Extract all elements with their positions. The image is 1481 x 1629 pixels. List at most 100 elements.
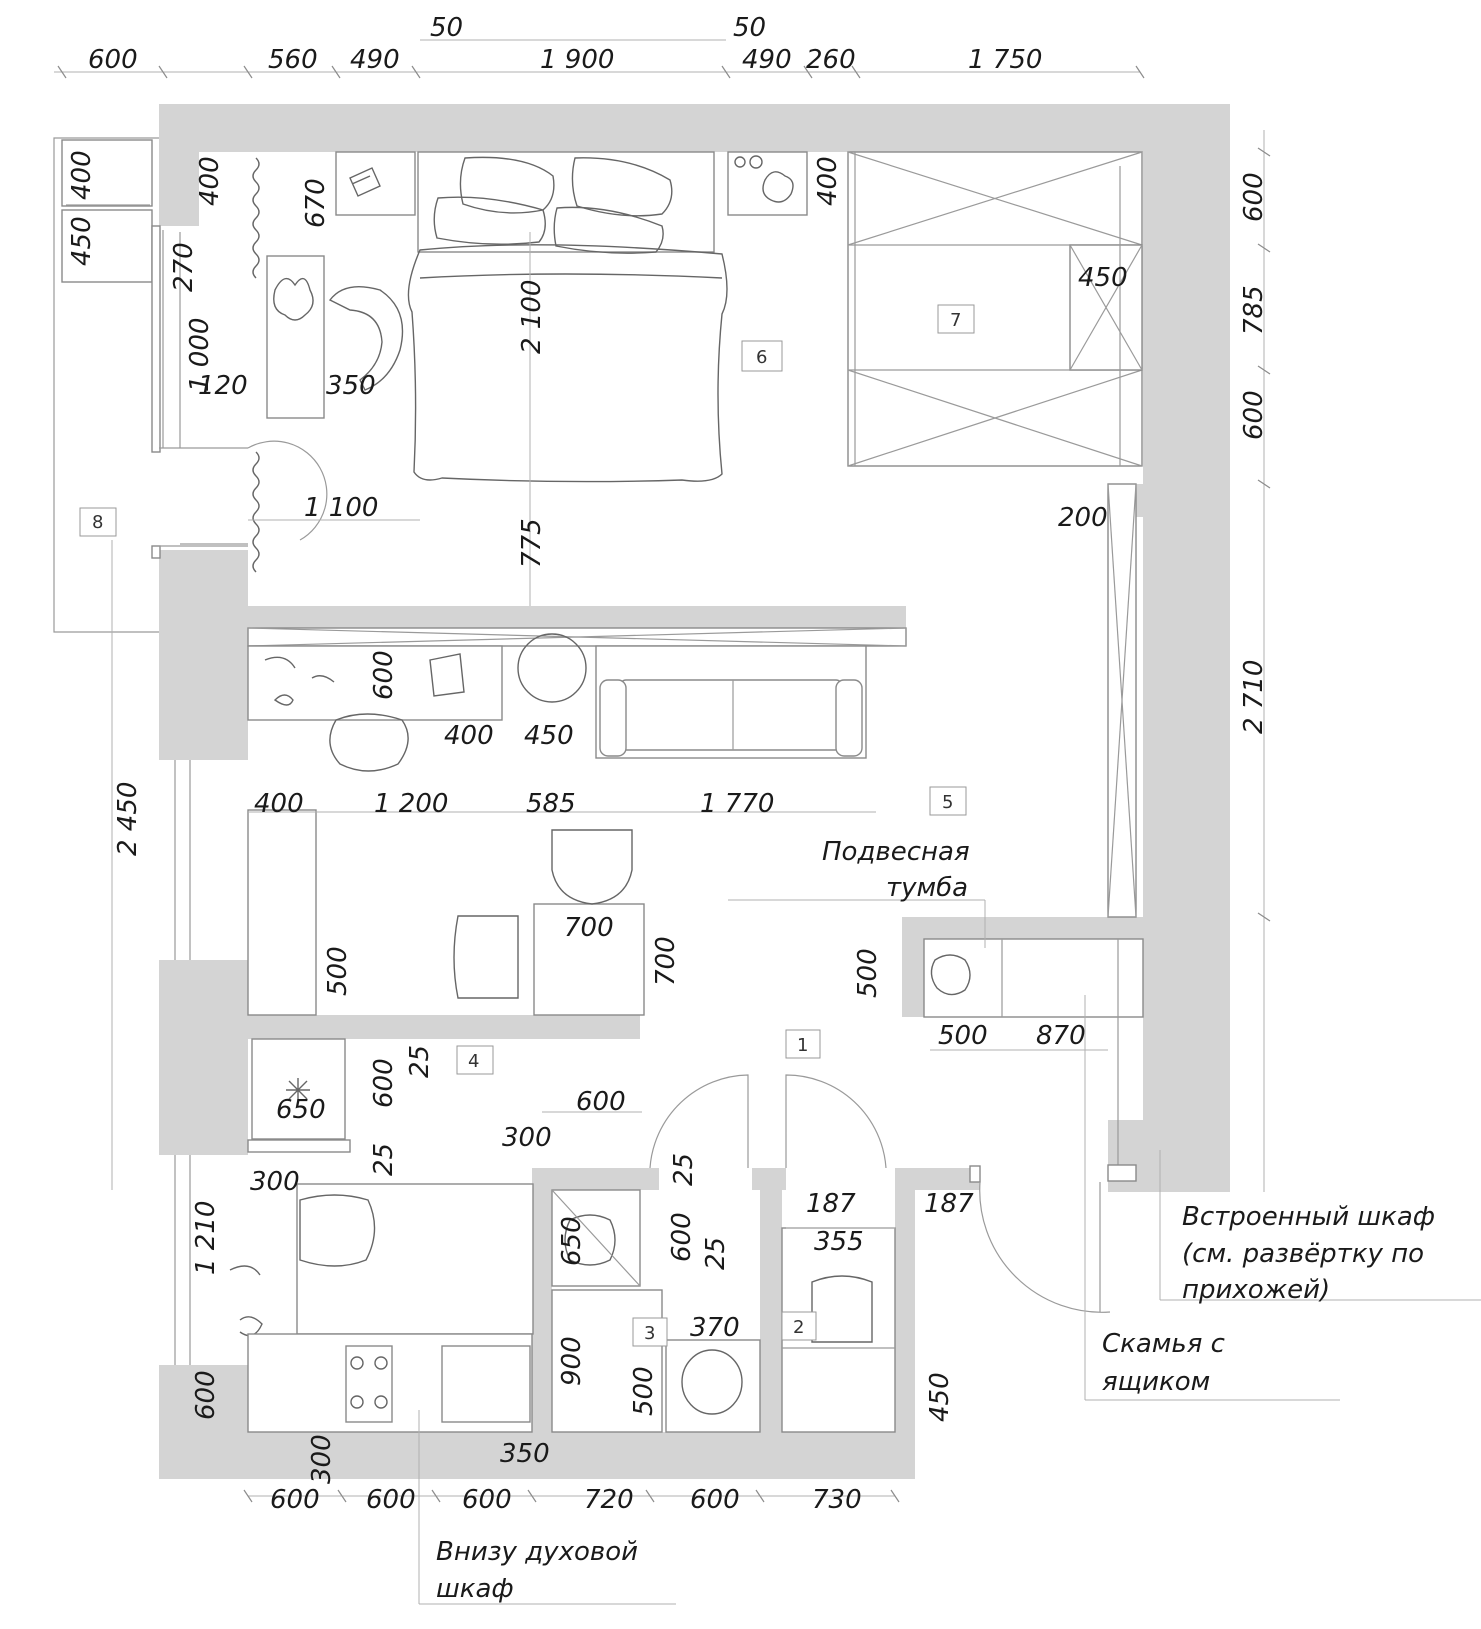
- dim-25b: 25: [369, 1143, 399, 1176]
- dim-top-50a: 50: [430, 13, 463, 43]
- note-built-in-closet-line1: Встроенный шкаф: [1182, 1202, 1435, 1232]
- dim-500-dining: 500: [323, 946, 353, 996]
- dim-500-cabinet: 500: [853, 948, 883, 998]
- dim-bottom-600d: 600: [690, 1485, 740, 1515]
- note-oven-line1: Внизу духовой: [436, 1537, 638, 1567]
- room-number-2: 2: [793, 1317, 804, 1338]
- note-hanging-cabinet-line1: Подвесная: [822, 837, 970, 867]
- dim-400-nightstand: 400: [813, 156, 843, 206]
- dim-left-120: 120: [198, 371, 248, 401]
- dim-1770: 1 770: [700, 789, 774, 819]
- walls: [159, 104, 1230, 1479]
- dim-bottom-600c: 600: [462, 1485, 512, 1515]
- dim-left-1210: 1 210: [191, 1201, 221, 1275]
- left-dimension-labels: 400 450 400 270 1 000 120 2 450 1 210 60…: [67, 150, 337, 1484]
- dim-right-600b: 600: [1239, 390, 1269, 440]
- dim-187a: 187: [806, 1189, 856, 1219]
- room-number-3: 3: [644, 1323, 655, 1344]
- room-number-4: 4: [468, 1051, 479, 1072]
- note-built-in-closet-line2: (см. развёртку по: [1182, 1239, 1424, 1269]
- dim-bottom-730: 730: [812, 1485, 862, 1515]
- dim-370: 370: [690, 1313, 740, 1343]
- top-dimension-labels: 600 560 490 50 1 900 50 490 260 1 750: [88, 13, 1042, 75]
- dim-left-1000: 1 000: [185, 318, 215, 392]
- dim-2100: 2 100: [517, 280, 547, 354]
- dim-right-785: 785: [1239, 285, 1269, 335]
- dim-left-270: 270: [169, 242, 199, 292]
- dim-400-row: 400: [254, 789, 304, 819]
- interior-dimension-labels: 670 350 2 100 400 450 1 100 775 600 400 …: [250, 156, 1128, 1469]
- note-hanging-cabinet-line2: тумба: [886, 873, 968, 903]
- room-number-6: 6: [756, 347, 767, 368]
- dim-700-width: 700: [564, 913, 614, 943]
- dim-left-450: 450: [67, 216, 97, 266]
- dim-left-400b: 400: [195, 156, 225, 206]
- dim-187b: 187: [924, 1189, 974, 1219]
- room-number-7: 7: [950, 310, 961, 331]
- bottom-dimension-labels: 600 600 600 720 600 730: [270, 1485, 862, 1515]
- dim-650-bath: 650: [557, 1216, 587, 1266]
- dim-600-bath: 600: [667, 1212, 697, 1262]
- dim-450-wardrobe: 450: [1078, 263, 1128, 293]
- dim-top-490b: 490: [742, 45, 792, 75]
- dim-350-bath: 350: [500, 1439, 550, 1469]
- dimension-ticks: [57, 65, 1271, 1503]
- dim-top-560: 560: [268, 45, 318, 75]
- dim-right-450: 450: [925, 1372, 955, 1422]
- dim-top-1900: 1 900: [540, 45, 614, 75]
- living-room: [247, 627, 967, 1016]
- dim-400-desk: 400: [444, 721, 494, 751]
- dim-585: 585: [526, 789, 576, 819]
- leader-lines: [418, 899, 1481, 1605]
- dim-bottom-720: 720: [584, 1485, 634, 1515]
- dim-500-hall: 500: [938, 1021, 988, 1051]
- dim-355: 355: [814, 1227, 864, 1257]
- dim-25a: 25: [405, 1045, 435, 1078]
- dim-600-desk: 600: [369, 650, 399, 700]
- dim-bottom-600a: 600: [270, 1485, 320, 1515]
- room-number-5: 5: [942, 792, 953, 813]
- dimension-lines: [54, 39, 1265, 1497]
- dim-top-490a: 490: [350, 45, 400, 75]
- dim-top-50b: 50: [733, 13, 766, 43]
- right-dimension-labels: 600 785 600 2 710 200 450: [925, 172, 1269, 1422]
- dim-top-600: 600: [88, 45, 138, 75]
- dim-left-300: 300: [307, 1434, 337, 1484]
- dim-870: 870: [1036, 1021, 1086, 1051]
- room-number-8: 8: [92, 512, 103, 533]
- balcony: [53, 137, 328, 633]
- dim-25d: 25: [701, 1237, 731, 1270]
- note-oven-line2: шкаф: [436, 1574, 514, 1604]
- dim-1100: 1 100: [304, 493, 378, 523]
- dim-670: 670: [301, 178, 331, 228]
- hallway: [785, 938, 1144, 1313]
- note-bench-line2: ящиком: [1102, 1367, 1210, 1397]
- kitchen: [174, 760, 534, 1433]
- dim-right-200: 200: [1058, 503, 1108, 533]
- dim-top-1750: 1 750: [968, 45, 1042, 75]
- dim-300-chair: 300: [250, 1167, 300, 1197]
- room-numbers: 1 2 3 4 5 6 7 8: [79, 310, 961, 1344]
- dim-top-260: 260: [806, 45, 856, 75]
- dim-25c: 25: [669, 1153, 699, 1186]
- dim-right-2710: 2 710: [1239, 660, 1269, 734]
- dim-450-table: 450: [524, 721, 574, 751]
- dim-bottom-600b: 600: [366, 1485, 416, 1515]
- dim-900: 900: [557, 1336, 587, 1386]
- dim-left-600: 600: [191, 1370, 221, 1420]
- note-built-in-closet-line3: прихожей): [1182, 1275, 1330, 1305]
- dim-300-kitchen: 300: [502, 1123, 552, 1153]
- dim-350: 350: [326, 371, 376, 401]
- note-bench-line1: Скамья с: [1102, 1329, 1225, 1359]
- dim-775: 775: [517, 518, 547, 568]
- bedroom: [252, 151, 808, 573]
- bathroom: [551, 1074, 896, 1433]
- dim-1200: 1 200: [374, 789, 448, 819]
- dim-600-kitchen: 600: [576, 1087, 626, 1117]
- room-number-1: 1: [797, 1035, 808, 1056]
- wardrobe: [847, 151, 1143, 918]
- dim-left-2450: 2 450: [113, 782, 143, 856]
- dim-650-fridge: 650: [276, 1095, 326, 1125]
- dim-right-600a: 600: [1239, 172, 1269, 222]
